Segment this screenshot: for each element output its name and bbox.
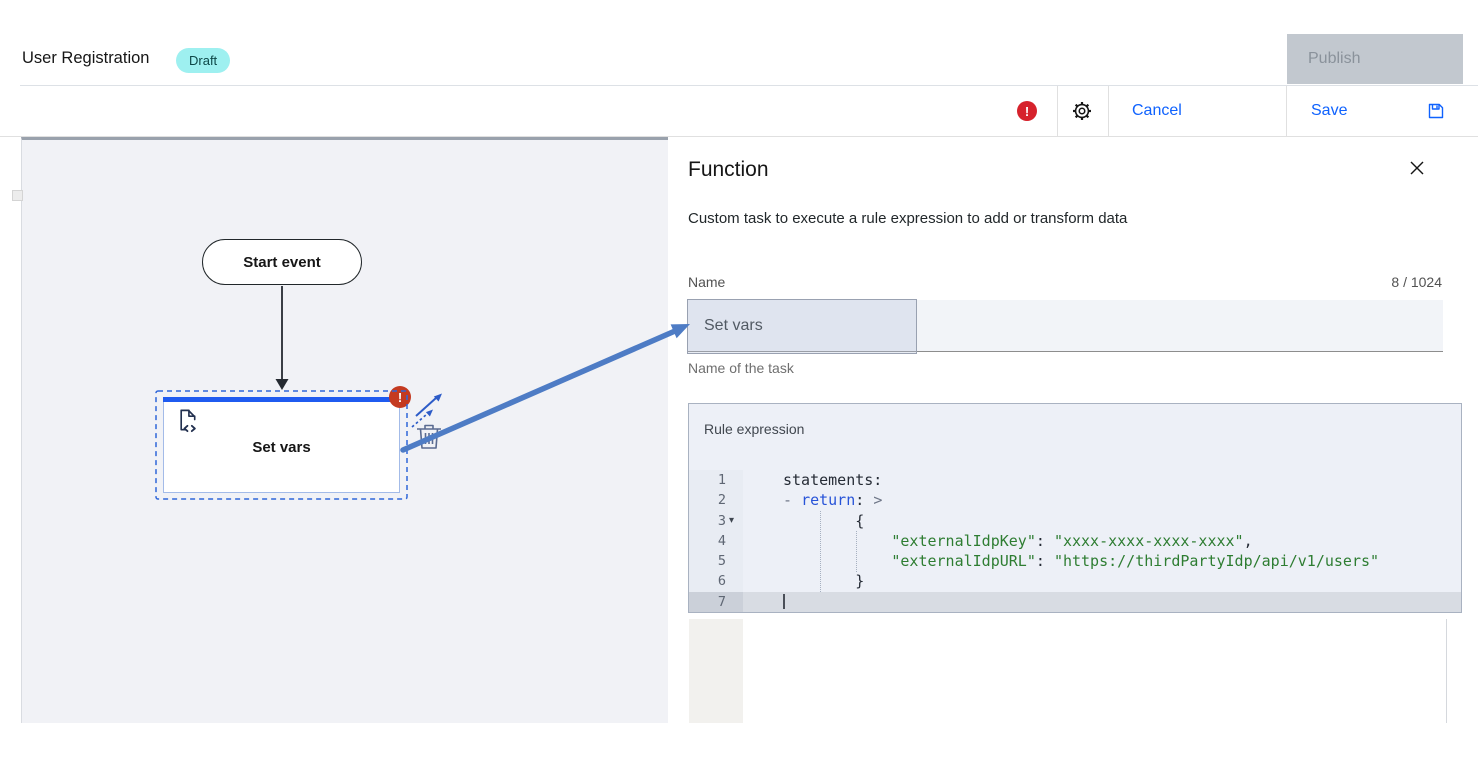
char-counter: 8 / 1024 (1391, 274, 1442, 290)
code-text: "externalIdpURL": "https://thirdPartyIdp… (891, 552, 1380, 571)
task-node-label: Set vars (252, 439, 311, 456)
code-text: - return: > (783, 491, 883, 510)
line-number: 5 (689, 551, 729, 572)
code-line[interactable]: 2 - return: > (689, 490, 1461, 511)
toolbar-divider (1108, 86, 1109, 136)
save-button[interactable]: Save (1311, 102, 1348, 119)
function-document-code-icon (180, 409, 196, 433)
start-event-node[interactable]: Start event (202, 239, 362, 285)
code-text: } (783, 572, 865, 591)
line-number: 3 (689, 510, 729, 531)
code-line[interactable]: 3▾ { (689, 510, 1461, 531)
indent-guide (855, 531, 857, 572)
name-input[interactable]: Set vars (688, 300, 1443, 352)
header-divider (20, 85, 1478, 86)
code-line[interactable]: 7 (689, 591, 1461, 613)
fold-toggle-icon[interactable]: ▾ (729, 510, 743, 531)
rule-expression-editor[interactable]: Rule expression 1 statements: 2 - return: >… (688, 403, 1462, 613)
name-field-label: Name (688, 274, 726, 290)
indent-guide (819, 510, 821, 592)
status-badge: Draft (176, 48, 231, 73)
code-line[interactable]: 6 } (689, 571, 1461, 592)
code-text: statements: (783, 471, 883, 489)
toolbar-divider-bottom (0, 136, 1478, 137)
task-node-set-vars[interactable]: Set vars (163, 397, 400, 493)
code-line[interactable]: 5 "externalIdpURL": "https://thirdPartyI… (689, 551, 1461, 572)
cancel-button[interactable]: Cancel (1132, 102, 1182, 119)
toolbar-divider (1286, 86, 1287, 136)
fold-spacer (729, 470, 743, 491)
line-number: 1 (689, 470, 729, 491)
settings-gear-icon[interactable] (1071, 100, 1093, 122)
line-number: 6 (689, 571, 729, 592)
validation-error-icon[interactable]: ! (1017, 101, 1037, 121)
publish-button[interactable]: Publish (1287, 34, 1463, 84)
line-number: 2 (689, 490, 729, 511)
fold-spacer (729, 571, 743, 592)
line-number: 7 (689, 591, 729, 613)
code-text: { (783, 511, 865, 530)
line-number: 4 (689, 530, 729, 552)
save-floppy-icon[interactable] (1427, 102, 1445, 120)
name-helper-text: Name of the task (688, 360, 794, 376)
panel-description: Custom task to execute a rule expression… (688, 210, 1128, 227)
code-text: "externalIdpKey": "xxxx-xxxx-xxxx-xxxx", (891, 531, 1253, 550)
code-line[interactable]: 4 "externalIdpKey": "xxxx-xxxx-xxxx-xxxx… (689, 530, 1461, 552)
name-highlight-overlay (687, 299, 917, 354)
fold-spacer (729, 530, 743, 552)
node-error-badge-icon: ! (389, 386, 411, 408)
panel-title: Function (688, 158, 769, 181)
rule-expression-label: Rule expression (704, 421, 805, 437)
fold-spacer (729, 551, 743, 572)
fold-spacer (729, 591, 743, 613)
toolbar-divider (1057, 86, 1058, 136)
task-node-accent-bar (163, 397, 400, 402)
code-line[interactable]: 1 statements: (689, 470, 1461, 491)
text-cursor (783, 593, 785, 609)
close-panel-icon[interactable] (1409, 160, 1425, 176)
page-title: User Registration (22, 49, 150, 67)
editor-overflow-content[interactable] (743, 619, 1447, 723)
editor-overflow-gutter (689, 619, 743, 723)
code-text (743, 592, 1461, 612)
name-input-value: Set vars (704, 317, 763, 334)
canvas-edge-handle (12, 190, 23, 201)
fold-spacer (729, 490, 743, 511)
